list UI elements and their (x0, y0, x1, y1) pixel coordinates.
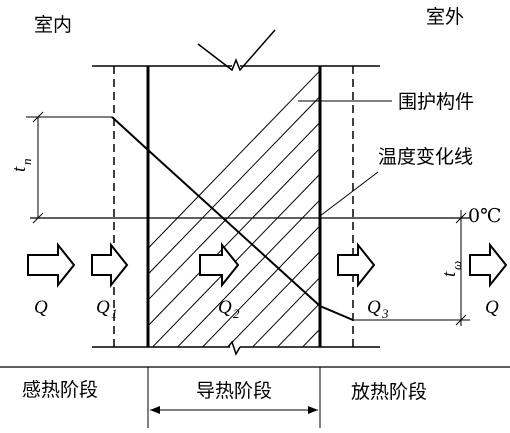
conduction-arrow-right (308, 406, 318, 414)
stage-conduction: 导热阶段 (196, 380, 272, 402)
tn-tick-bottom (32, 212, 44, 224)
svg-text:ω: ω (449, 261, 464, 270)
break-mark-top (197, 29, 276, 72)
temp-curve-leader (319, 171, 379, 217)
stage-sensible: 感热阶段 (22, 379, 98, 401)
hatch-line (226, 250, 320, 347)
temperature-curve (111, 116, 354, 321)
flow-q3: Q (367, 297, 381, 318)
break-mark-bottom (227, 340, 241, 356)
svg-text:t: t (9, 166, 30, 172)
tw-tick-bottom (455, 314, 467, 326)
flow-q-left: Q (34, 297, 48, 318)
zero-degree-label: 0℃ (468, 205, 501, 227)
flow-q2-sub: 2 (233, 306, 240, 321)
outdoor-label: 室外 (426, 6, 464, 28)
hatch-line (148, 147, 320, 327)
tn-label: t n (9, 159, 34, 173)
stage-release: 放热阶段 (351, 381, 427, 403)
heat-arrow-left (27, 242, 76, 288)
svg-text:t: t (439, 271, 460, 277)
hatch-line (148, 69, 320, 250)
wall-hatching (148, 69, 320, 347)
flow-q1: Q (96, 297, 110, 318)
flow-q1-sub: 1 (111, 306, 118, 321)
tw-label: t ω (439, 261, 464, 277)
heat-arrow-q1 (91, 242, 129, 288)
tw-tick-top (455, 212, 467, 224)
hatch-line (148, 121, 320, 301)
heat-arrow-q3 (337, 242, 376, 288)
envelope-label: 围护构件 (398, 91, 474, 113)
flow-q2: Q (218, 297, 232, 318)
hatch-line (276, 302, 320, 347)
heat-arrow-q2 (199, 242, 240, 288)
hatch-line (176, 199, 320, 347)
hatch-line (151, 173, 320, 347)
temp-curve-label: 温度变化线 (378, 146, 473, 168)
flow-q3-sub: 3 (381, 306, 389, 321)
hatch-line (201, 224, 320, 347)
heat-arrow-right (469, 242, 508, 288)
conduction-arrow-left (150, 406, 160, 414)
tn-tick-top (32, 111, 44, 123)
svg-text:n: n (19, 159, 34, 166)
hatch-line (251, 276, 320, 347)
hatch-line (148, 95, 320, 275)
indoor-label: 室内 (34, 14, 72, 36)
flow-q-right: Q (485, 297, 499, 318)
